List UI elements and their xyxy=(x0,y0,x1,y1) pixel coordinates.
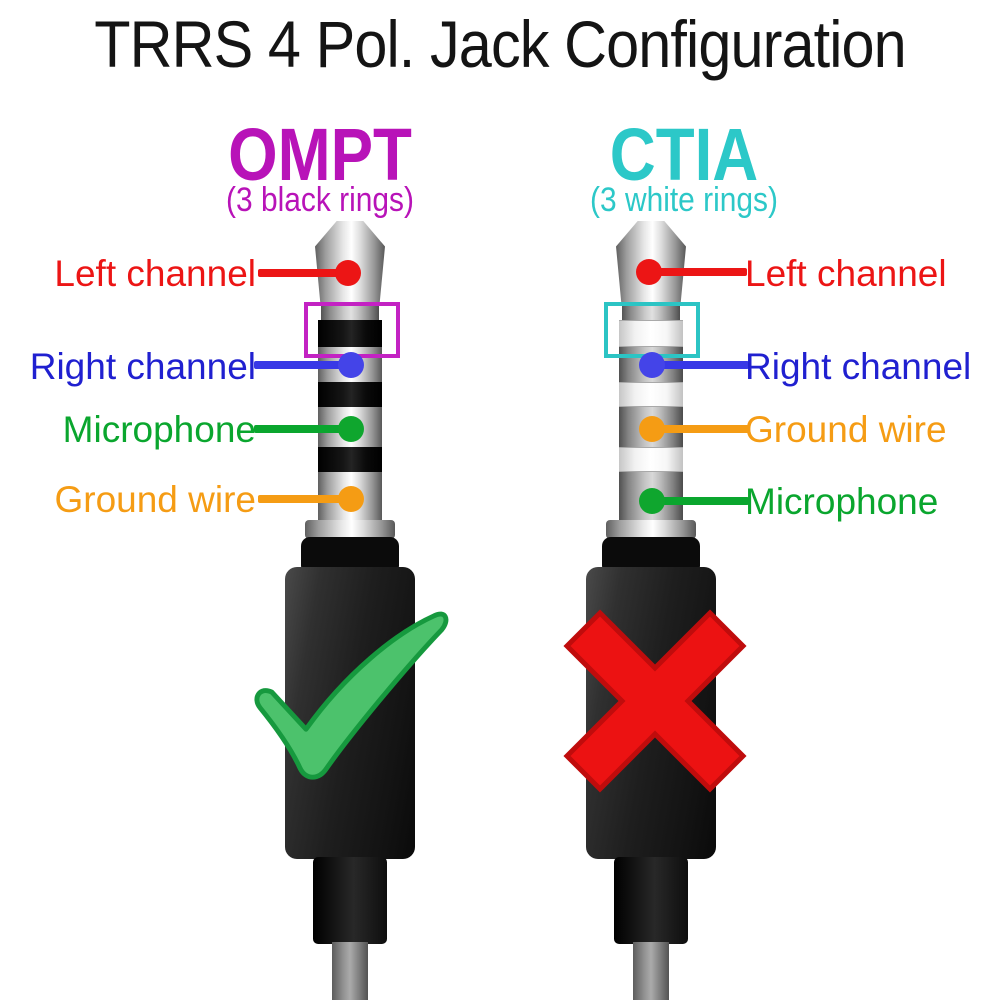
cross-icon xyxy=(563,609,747,793)
strain-relief-ompt xyxy=(313,857,387,944)
pin-line-ground-wire-ctia xyxy=(652,425,750,433)
pin-line-left-channel-ompt xyxy=(258,269,350,277)
insulator-ring-1-ompt xyxy=(318,320,382,347)
pin-label-right-channel-ctia: Right channel xyxy=(745,346,972,387)
pin-label-left-channel-ompt: Left channel xyxy=(54,253,256,294)
pin-dot-left-channel-ctia xyxy=(636,259,662,285)
column-header-ctia: CTIA xyxy=(609,113,759,196)
insulator-ring-2-ompt xyxy=(318,382,382,407)
checkmark-icon xyxy=(254,611,449,780)
jack-neck-ctia xyxy=(622,304,680,321)
jack-collar-ompt xyxy=(301,537,399,569)
strain-relief-ctia xyxy=(614,857,688,944)
pin-line-right-channel-ompt xyxy=(254,361,354,369)
cable-ompt xyxy=(332,942,368,1000)
jack-collar-ctia xyxy=(602,537,700,569)
pin-dot-right-channel-ompt xyxy=(338,352,364,378)
pin-dot-ground-wire-ctia xyxy=(639,416,665,442)
insulator-ring-3-ctia xyxy=(619,447,683,472)
pin-line-left-channel-ctia xyxy=(649,268,747,276)
insulator-ring-1-ctia xyxy=(619,320,683,347)
pin-dot-ground-wire-ompt xyxy=(338,486,364,512)
pin-label-microphone-ctia: Microphone xyxy=(745,481,939,522)
jack-flange-ompt xyxy=(305,520,395,539)
pin-line-ground-wire-ompt xyxy=(258,495,354,503)
pin-line-microphone-ompt xyxy=(254,425,354,433)
insulator-ring-3-ompt xyxy=(318,447,382,472)
column-header-ompt: OMPT xyxy=(228,113,412,196)
pin-line-right-channel-ctia xyxy=(652,361,749,369)
pin-dot-microphone-ctia xyxy=(639,488,665,514)
pin-dot-right-channel-ctia xyxy=(639,352,665,378)
pin-line-microphone-ctia xyxy=(652,497,749,505)
ring1-highlight-box-ctia xyxy=(604,302,700,358)
pin-label-left-channel-ctia: Left channel xyxy=(745,253,947,294)
cable-ctia xyxy=(633,942,669,1000)
pin-label-ground-wire-ompt: Ground wire xyxy=(54,479,256,520)
ring1-highlight-box-ompt xyxy=(304,302,400,358)
pin-dot-left-channel-ompt xyxy=(335,260,361,286)
pin-label-ground-wire-ctia: Ground wire xyxy=(745,409,947,450)
pin-label-microphone-ompt: Microphone xyxy=(62,409,256,450)
jack-flange-ctia xyxy=(606,520,696,539)
insulator-ring-2-ctia xyxy=(619,382,683,407)
pin-label-right-channel-ompt: Right channel xyxy=(29,346,256,387)
jack-neck-ompt xyxy=(321,304,379,321)
column-subtitle-ctia: (3 white rings) xyxy=(590,181,778,219)
pin-dot-microphone-ompt xyxy=(338,416,364,442)
column-subtitle-ompt: (3 black rings) xyxy=(226,181,414,219)
page-title: TRRS 4 Pol. Jack Configuration xyxy=(94,7,906,81)
